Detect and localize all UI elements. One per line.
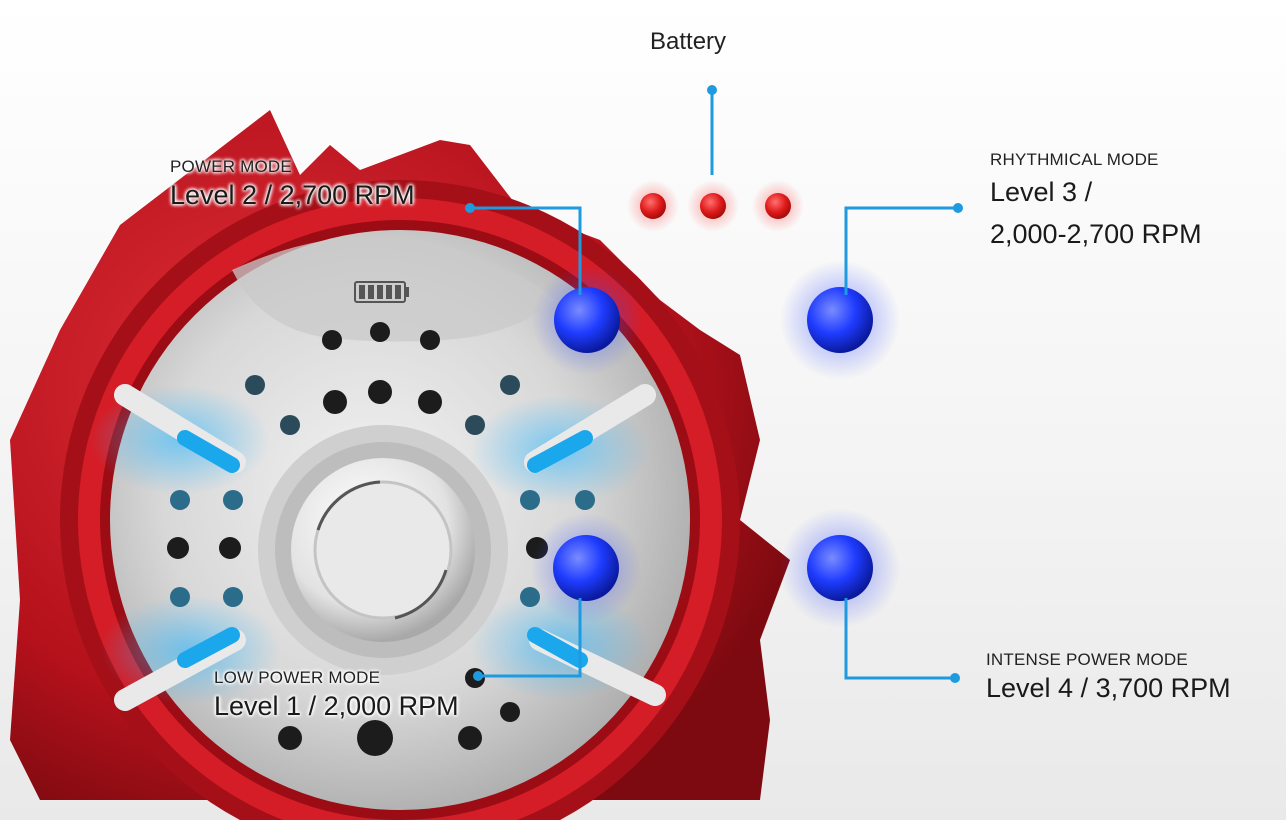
intense-power-mode-callout: INTENSE POWER MODE Level 4 / 3,700 RPM [986, 650, 1231, 706]
power-button-icon [258, 425, 508, 675]
intense-power-mode-spec: Level 4 / 3,700 RPM [986, 673, 1231, 703]
battery-level-icon [354, 281, 409, 303]
vent-holes [167, 322, 595, 756]
low-power-mode-title: LOW POWER MODE [214, 668, 381, 687]
rhythmical-mode-spec-line2: 2,000-2,700 RPM [990, 219, 1202, 249]
battery-label: Battery [650, 28, 727, 55]
power-mode-title: POWER MODE [170, 157, 292, 176]
rhythmical-mode-callout: RHYTHMICAL MODE Level 3 / 2,000-2,700 RP… [990, 150, 1202, 252]
rhythmical-mode-title: RHYTHMICAL MODE [990, 150, 1159, 169]
leader-lines [465, 85, 963, 683]
low-power-mode-spec: Level 1 / 2,000 RPM [214, 691, 459, 721]
low-power-mode-callout: LOW POWER MODE Level 1 / 2,000 RPM [214, 668, 459, 724]
intense-power-mode-title: INTENSE POWER MODE [986, 650, 1188, 669]
mode-indicators [531, 260, 900, 628]
battery-leds [627, 180, 804, 232]
power-mode-callout: POWER MODE Level 2 / 2,700 RPM [170, 157, 415, 213]
rhythmical-mode-spec-line1: Level 3 / [990, 177, 1093, 207]
power-mode-spec: Level 2 / 2,700 RPM [170, 180, 415, 210]
